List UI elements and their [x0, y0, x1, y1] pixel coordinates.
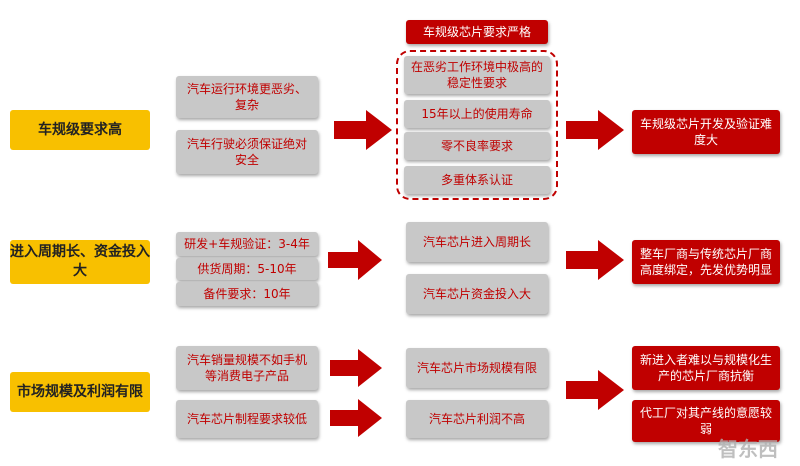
center-low-profit: 汽车芯片利润不高	[406, 400, 548, 438]
req-zero-defect: 零不良率要求	[404, 132, 550, 160]
center-large-investment: 汽车芯片资金投入大	[406, 274, 548, 314]
cycle-rd-validation: 研发+车规验证：3-4年	[176, 232, 318, 256]
req-stability: 在恶劣工作环境中极高的稳定性要求	[404, 56, 550, 94]
req-lifespan: 15年以上的使用寿命	[404, 100, 550, 128]
cause-process-requirement: 汽车芯片制程要求较低	[176, 400, 318, 438]
result-new-entrants: 新进入者难以与规模化生产的芯片厂商抗衡	[632, 346, 780, 390]
cause-absolute-safety: 汽车行驶必须保证绝对安全	[176, 130, 318, 174]
result-binding-advantage: 整车厂商与传统芯片厂商高度绑定，先发优势明显	[632, 240, 780, 284]
category-vehicle-grade: 车规级要求高	[10, 110, 150, 150]
center-long-cycle: 汽车芯片进入周期长	[406, 222, 548, 262]
watermark-logo: 智东西	[718, 436, 778, 461]
requirements-group	[396, 50, 558, 200]
category-long-cycle: 进入周期长、资金投入大	[10, 240, 150, 284]
req-certification: 多重体系认证	[404, 166, 550, 194]
arrow-icon	[566, 110, 624, 150]
arrow-icon	[328, 240, 382, 280]
cause-vehicle-volume: 汽车销量规模不如手机等消费电子产品	[176, 346, 318, 390]
cycle-supply: 供货周期：5-10年	[176, 258, 318, 280]
arrow-icon	[330, 399, 382, 437]
category-limited-market: 市场规模及利润有限	[10, 372, 150, 412]
arrow-icon	[566, 370, 624, 410]
header-strict-requirements: 车规级芯片要求严格	[406, 20, 548, 44]
arrow-icon	[334, 110, 392, 150]
cycle-spare-parts: 备件要求：10年	[176, 282, 318, 306]
arrow-icon	[330, 349, 382, 387]
result-foundry-willingness: 代工厂对其产线的意愿较弱	[632, 400, 780, 442]
arrow-icon	[566, 240, 624, 280]
cause-harsh-environment: 汽车运行环境更恶劣、复杂	[176, 76, 318, 118]
result-development-difficulty: 车规级芯片开发及验证难度大	[632, 110, 780, 154]
center-limited-market: 汽车芯片市场规模有限	[406, 348, 548, 388]
